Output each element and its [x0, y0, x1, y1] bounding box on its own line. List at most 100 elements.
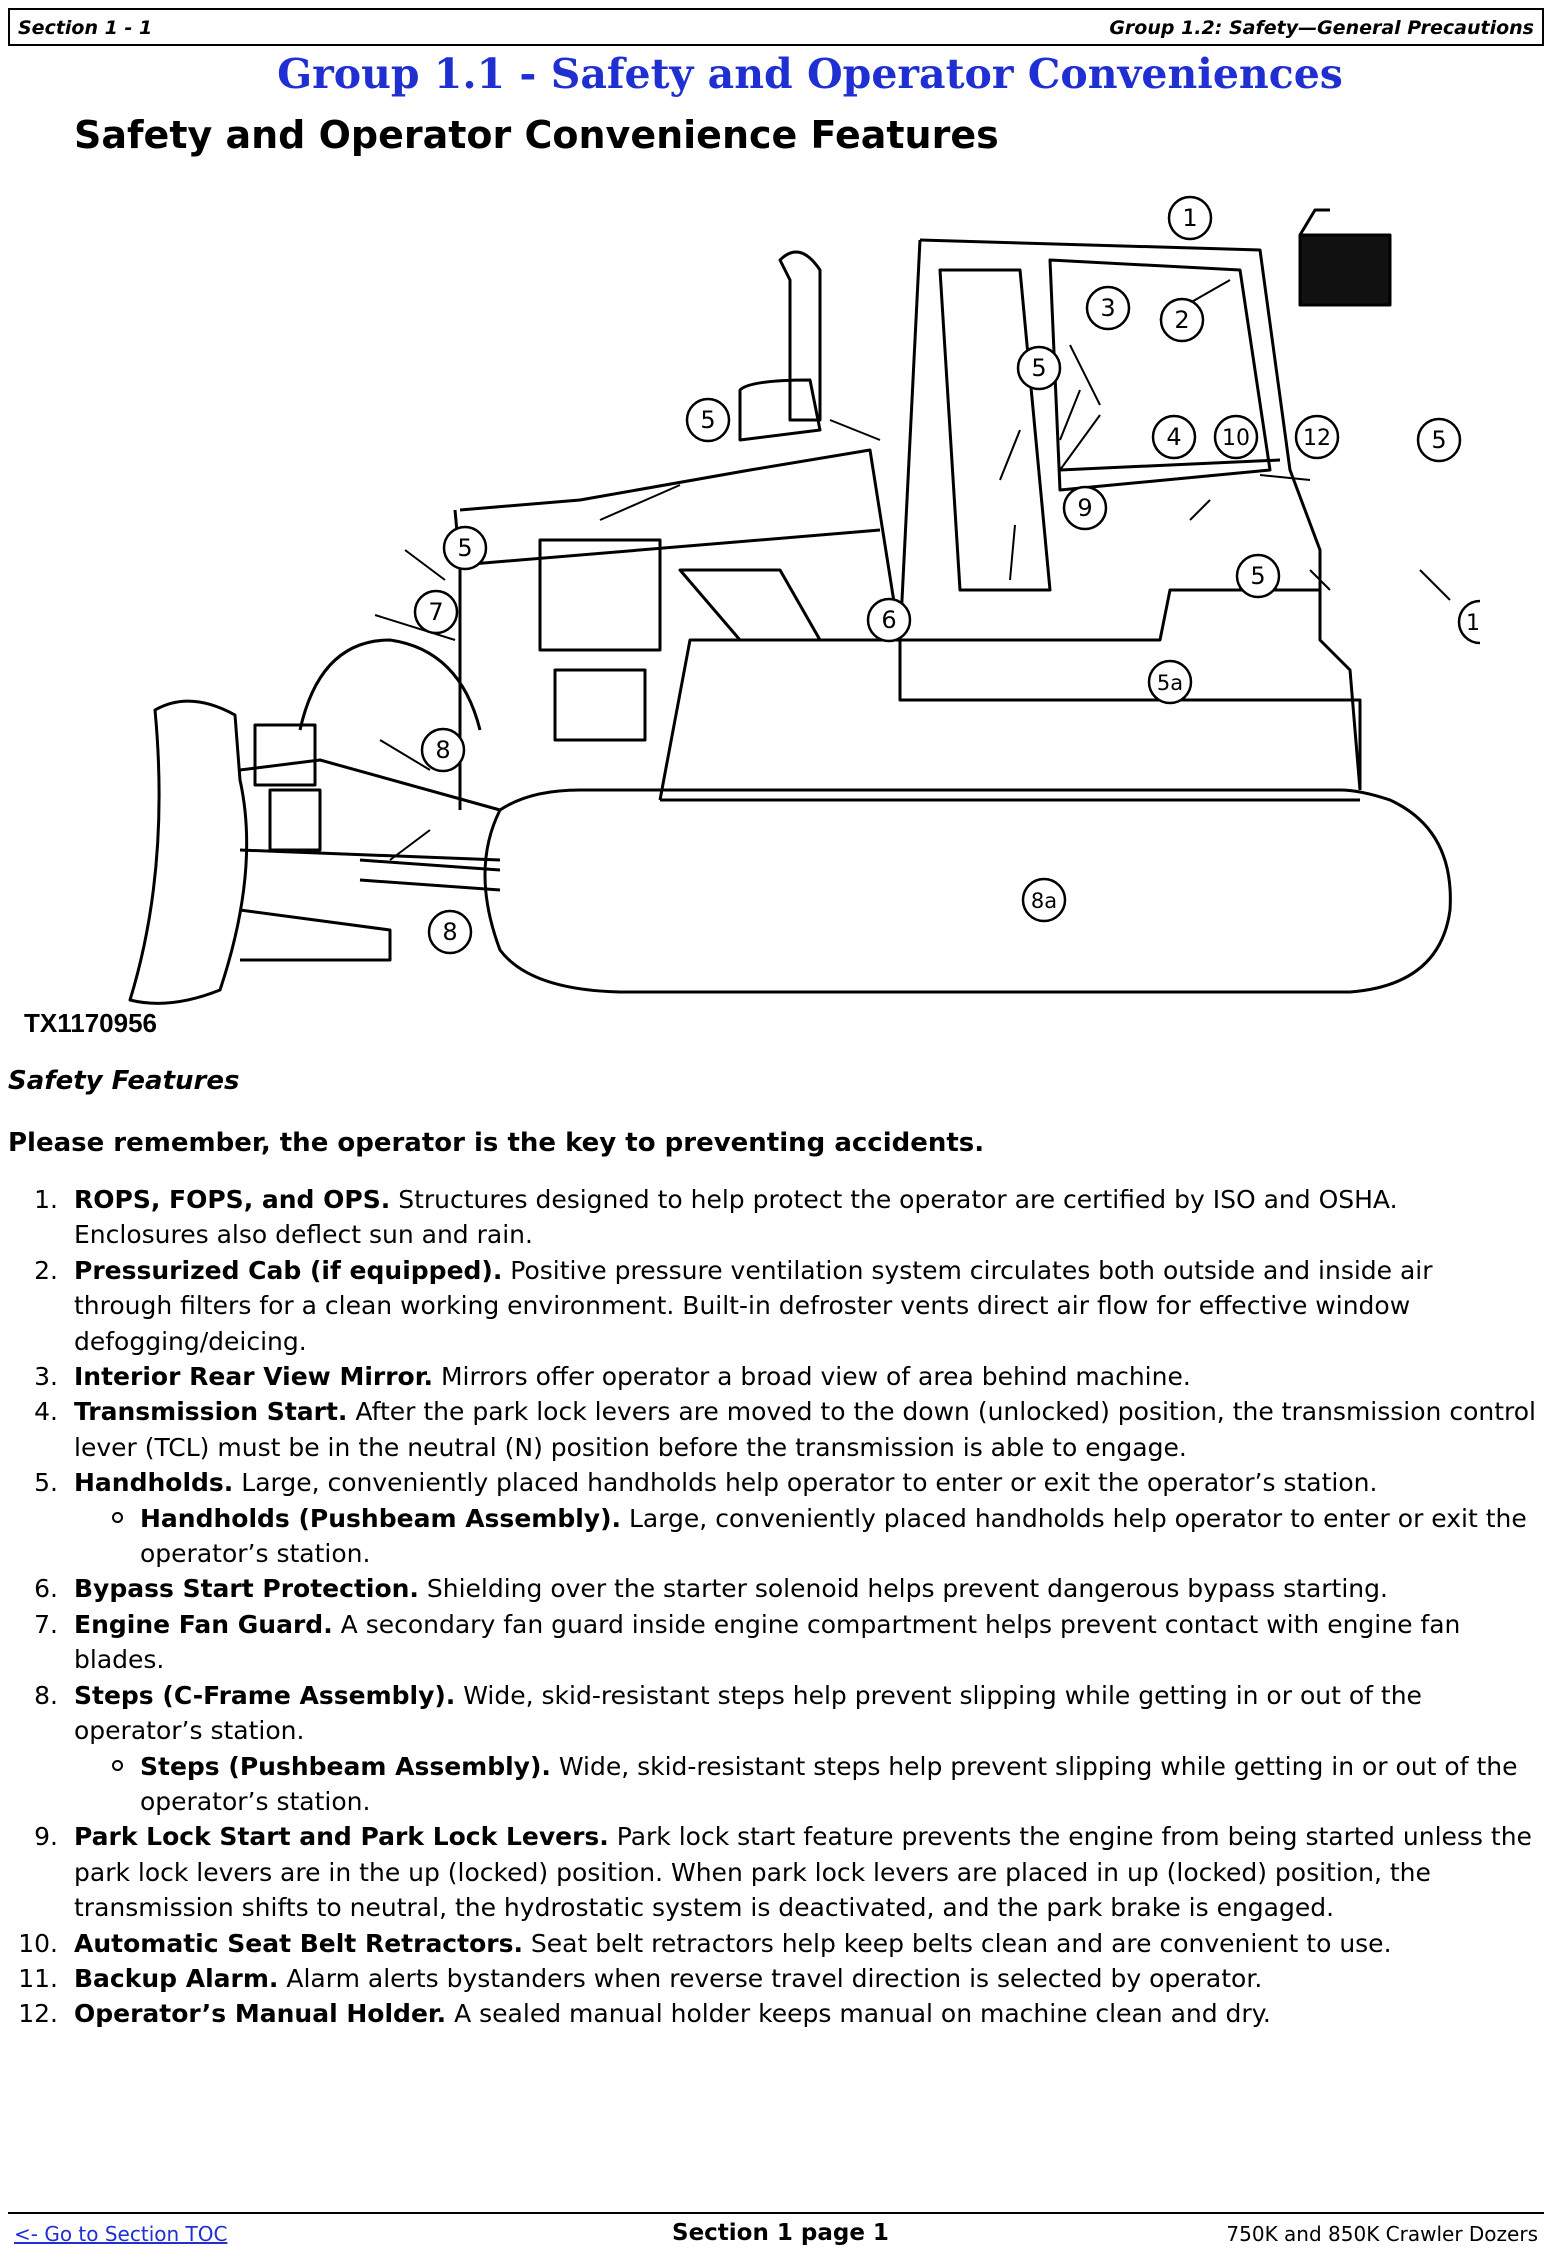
callout-10: [1213, 414, 1259, 460]
callout-label: 11: [1466, 611, 1480, 636]
feature-item: 12. Operator’s Manual Holder. A sealed ma…: [0, 1996, 1548, 2031]
feature-number: 3.: [34, 1362, 58, 1392]
callout-9: [1062, 485, 1108, 531]
feature-number: 7.: [34, 1609, 58, 1639]
feature-description: Large, conveniently placed handholds hel…: [233, 1468, 1378, 1498]
feature-number: 11.: [18, 1963, 58, 1993]
callout-1: [1167, 195, 1213, 241]
feature-description: A sealed manual holder keeps manual on m…: [446, 1999, 1271, 2029]
intro-text: Please remember, the operator is the key…: [8, 1128, 985, 1158]
callout-label: 6: [881, 606, 896, 634]
feature-term: Automatic Seat Belt Retractors.: [74, 1928, 523, 1958]
callout-5: [442, 525, 488, 571]
feature-sub-item: Handholds (Pushbeam Assembly). Large, co…: [0, 1501, 1548, 1572]
callout-6: [866, 597, 912, 643]
feature-item: 11. Backup Alarm. Alarm alerts bystanders…: [0, 1961, 1548, 1996]
feature-description: Shielding over the starter solenoid help…: [418, 1574, 1388, 1604]
feature-number: 2.: [34, 1255, 58, 1285]
feature-term: Backup Alarm.: [74, 1963, 279, 1993]
feature-item: 2.Pressurized Cab (if equipped). Positiv…: [0, 1253, 1548, 1359]
sub-heading: Safety Features: [8, 1066, 240, 1096]
group-title: Group 1.1 - Safety and Operator Convenie…: [277, 50, 1343, 98]
callout-7: [413, 589, 459, 635]
callout-8: [420, 727, 466, 773]
feature-term: Handholds (Pushbeam Assembly).: [140, 1503, 622, 1533]
callout-5: [685, 397, 731, 443]
callout-4: [1151, 414, 1197, 460]
crawler-dozer-illustration: 1 2 3 4 5 5 5 5 5 5 5a 6 7 8 8 8a 9 10 1…: [128, 195, 1480, 1005]
feature-number: 6.: [34, 1574, 58, 1604]
product-name: 750K and 850K Crawler Dozers: [1226, 2222, 1538, 2246]
callout-5: [1235, 553, 1281, 599]
engine-hood: [453, 448, 902, 810]
callout-5a: [1147, 659, 1193, 705]
feature-item: 3. Interior Rear View Mirror. Mirrors off…: [0, 1359, 1548, 1394]
feature-item: 8.Steps (C-Frame Assembly). Wide, skid-r…: [0, 1678, 1548, 1749]
feature-item: 10. Automatic Seat Belt Retractors. Seat …: [0, 1926, 1548, 1961]
callout-5: [1416, 417, 1462, 463]
feature-description: Wide, skid-resistant steps help prevent …: [74, 1680, 1422, 1746]
callout-label: 8: [435, 736, 450, 764]
cab-frame: [919, 238, 1362, 791]
callout-8a: [1021, 877, 1067, 923]
feature-term: Engine Fan Guard.: [74, 1609, 333, 1639]
feature-term: Transmission Start.: [74, 1397, 348, 1427]
feature-item: 4. Transmission Start. After the park loc…: [0, 1394, 1548, 1465]
feature-number: 12.: [18, 1999, 58, 2029]
callout-5: [1016, 345, 1062, 391]
feature-item: 7. Engine Fan Guard. A secondary fan guar…: [0, 1607, 1548, 1678]
feature-term: Operator’s Manual Holder.: [74, 1999, 447, 2029]
feature-term: ROPS, FOPS, and OPS.: [74, 1185, 391, 1214]
feature-item: 6. Bypass Start Protection. Shielding ove…: [0, 1571, 1548, 1606]
callout-label: 8a: [1031, 889, 1057, 913]
feature-item: 9.Park Lock Start and Park Lock Levers. …: [0, 1819, 1548, 1925]
feature-description: Alarm alerts bystanders when reverse tra…: [278, 1963, 1263, 1993]
feature-description: After the park lock levers are moved to …: [74, 1397, 1536, 1462]
callout-label: 5: [1031, 354, 1046, 382]
feature-description: Large, conveniently placed handholds hel…: [140, 1503, 1527, 1569]
callout-label: 4: [1166, 423, 1181, 451]
feature-number: 5.: [34, 1468, 58, 1498]
feature-description: Structures designed to help protect the …: [74, 1185, 1398, 1250]
callout-label: 5: [700, 406, 715, 434]
feature-term: Park Lock Start and Park Lock Levers.: [74, 1822, 609, 1852]
bullet-icon: [112, 1511, 123, 1523]
bullet-icon: [112, 1759, 123, 1771]
header-group-label: Group 1.2: Safety—General Precautions: [1109, 17, 1534, 39]
callout-label: 3: [1100, 294, 1115, 322]
callout-label: 2: [1174, 306, 1189, 334]
feature-number: 10.: [18, 1928, 58, 1958]
feature-description: Park lock start feature prevents the eng…: [74, 1822, 1532, 1923]
page-number: Section 1 page 1: [672, 2220, 889, 2246]
feature-number: 9.: [34, 1822, 58, 1852]
callout-label: 10: [1222, 426, 1250, 451]
cab-monitor: [1298, 233, 1392, 307]
feature-item: 5.Handholds. Large, conveniently placed …: [0, 1465, 1548, 1500]
callout-label: 7: [428, 598, 443, 626]
callout-12: [1294, 414, 1340, 460]
exhaust-stack: [778, 250, 822, 422]
figure-id: TX1170956: [24, 1008, 158, 1038]
feature-description: Seat belt retractors help keep belts cle…: [522, 1928, 1392, 1958]
callout-label: 9: [1077, 494, 1092, 522]
feature-term: Bypass Start Protection.: [74, 1574, 419, 1604]
feature-term: Steps (C-Frame Assembly).: [74, 1680, 456, 1710]
callout-3: [1085, 285, 1131, 331]
section-title: Safety and Operator Convenience Features: [74, 113, 999, 157]
go-to-section-toc-link[interactable]: <- Go to Section TOC: [14, 2222, 228, 2246]
callout-label: 1: [1182, 204, 1197, 232]
callout-label: 5: [1431, 426, 1446, 454]
feature-number: 1.: [34, 1185, 58, 1214]
feature-description: A secondary fan guard inside engine comp…: [74, 1609, 1461, 1675]
callout-label: 5: [457, 534, 472, 562]
callout-label: 5a: [1157, 671, 1183, 695]
feature-description: Mirrors offer operator a broad view of a…: [433, 1362, 1191, 1392]
feature-term: Steps (Pushbeam Assembly).: [140, 1751, 551, 1781]
feature-term: Interior Rear View Mirror.: [74, 1362, 433, 1392]
feature-term: Pressurized Cab (if equipped).: [74, 1255, 503, 1285]
feature-number: 4.: [34, 1397, 58, 1427]
feature-sub-item: Steps (Pushbeam Assembly). Wide, skid-re…: [0, 1749, 1548, 1820]
features-list: 1. ROPS, FOPS, and OPS. Structures design…: [0, 1182, 1548, 2032]
callout-11: [1457, 599, 1480, 645]
callout-8: [427, 909, 473, 955]
